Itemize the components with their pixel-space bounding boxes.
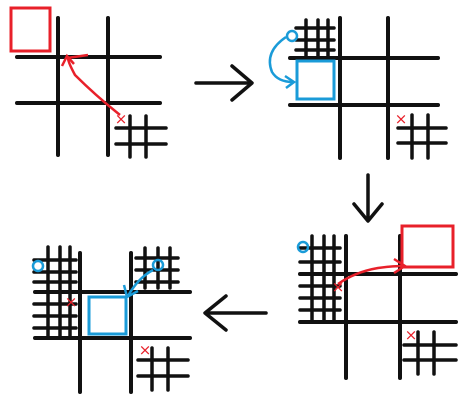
red-arrowhead: [393, 257, 408, 275]
red-x-mark: ×: [405, 326, 418, 344]
blue-move-arrow: [268, 35, 294, 84]
red-square: [9, 6, 52, 53]
panel-2-small-grid-top: [294, 18, 336, 58]
red-x-mark: ×: [332, 278, 345, 296]
panel-1-grid: [15, 16, 162, 157]
blue-circle-marker: [151, 258, 165, 272]
panel-4-small-grid-left: [32, 245, 78, 338]
red-x-mark: ×: [65, 293, 78, 311]
blue-square: [87, 295, 128, 336]
flow-arrow-right: [194, 64, 254, 102]
panel-1-small-grid: [114, 114, 168, 159]
red-x-mark: ×: [139, 341, 152, 359]
panel-2-grid: [288, 16, 440, 160]
red-square: [400, 224, 455, 269]
red-x-mark: ×: [395, 110, 408, 128]
blue-arrowhead: [284, 74, 297, 89]
panel-4-small-grid-bottom: [136, 346, 190, 392]
red-arrow-tail: [66, 53, 89, 60]
panel-3-small-grid-bottom: [402, 330, 458, 376]
red-x-mark: ×: [115, 110, 128, 128]
panel-3-small-grid-left: [298, 234, 342, 322]
flow-arrow-left: [203, 294, 268, 332]
red-arrowhead: [60, 53, 75, 67]
panel-1: ×: [9, 6, 168, 159]
flow-arrow-down: [352, 173, 384, 223]
blue-circle-marker: [31, 259, 45, 273]
panel-3-grid: [298, 234, 458, 380]
panel-2: ×: [268, 16, 448, 160]
panel-3: × ×: [296, 224, 458, 380]
red-move-arrow: [337, 264, 405, 286]
panel-4: × ×: [31, 245, 192, 394]
red-move-arrow: [66, 57, 121, 116]
blue-arrowhead: [122, 284, 139, 299]
panel-4-small-grid-top-right: [134, 246, 180, 290]
blue-move-arrow: [126, 268, 154, 297]
blue-circle-marker: [296, 240, 310, 254]
blue-square: [295, 59, 336, 101]
panel-2-small-grid-bottom: [396, 113, 448, 160]
blue-circle-marker: [285, 29, 299, 43]
